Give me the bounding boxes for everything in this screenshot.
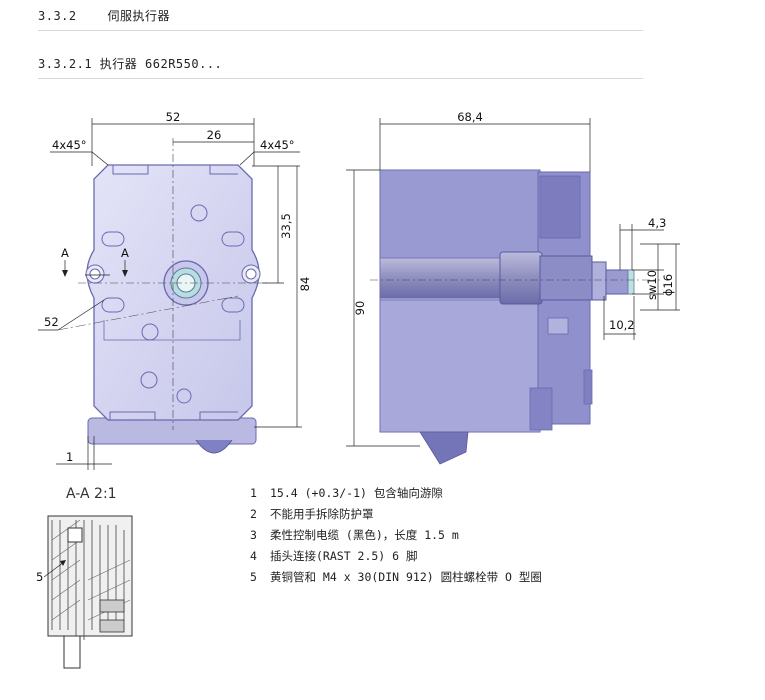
side-view [370, 169, 660, 465]
list-item: 5 黄铜管和 M4 x 30(DIN 912) 圆柱螺栓带 O 型圈 [250, 567, 542, 588]
list-item: 3 柔性控制电缆 (黑色)，长度 1.5 m [250, 525, 542, 546]
note-text: 黄铜管和 M4 x 30(DIN 912) 圆柱螺栓带 O 型圈 [270, 570, 542, 584]
front-dimensions: 52 26 4x45° 4x45° 33,5 84 52 A A 1 [38, 110, 312, 470]
dim-half-width: 26 [207, 128, 222, 142]
note-number: 4 [250, 549, 257, 563]
dim-hole-spacing: 52 [44, 315, 59, 329]
note-number: 2 [250, 507, 257, 521]
dim-width-top: 52 [166, 110, 181, 124]
note-text: 不能用手拆除防护罩 [270, 507, 374, 521]
dim-shaft-dia: ϕ16 [661, 274, 675, 296]
note-number: 5 [250, 570, 257, 584]
note-number: 1 [250, 486, 257, 500]
dim-side-width: 68,4 [457, 110, 483, 124]
subsection-divider [38, 78, 643, 79]
dim-chamfer-left: 4x45° [52, 138, 87, 152]
subsection-heading: 3.3.2.1 执行器 662R550... [38, 57, 223, 71]
section-heading: 3.3.2 伺服执行器 [38, 7, 170, 24]
heading-divider [38, 30, 643, 31]
dim-shaft-sw: sw10 [645, 270, 659, 300]
dim-chamfer-right: 4x45° [260, 138, 295, 152]
section-callout: 5 [36, 570, 43, 584]
section-mark-right: A [121, 246, 129, 260]
front-view [57, 138, 268, 454]
dim-height-upper: 33,5 [279, 213, 293, 239]
notes-list: 1 15.4 (+0.3/-1) 包含轴向游隙 2 不能用手拆除防护罩 3 柔性控制电… [250, 483, 542, 588]
dim-shaft-len: 10,2 [609, 318, 635, 332]
list-item: 4 插头连接(RAST 2.5) 6 脚 [250, 546, 542, 567]
section-view-title: A-A 2:1 [66, 486, 117, 502]
list-item: 1 15.4 (+0.3/-1) 包含轴向游隙 [250, 483, 542, 504]
section-title: 伺服执行器 [107, 9, 171, 23]
list-item: 2 不能用手拆除防护罩 [250, 504, 542, 525]
section-mark-left: A [61, 246, 69, 260]
note-number: 3 [250, 528, 257, 542]
dim-shaft-offset: 4,3 [648, 216, 666, 230]
note-text: 15.4 (+0.3/-1) 包含轴向游隙 [270, 486, 443, 500]
dim-side-height: 90 [353, 301, 367, 316]
dim-height-total: 84 [298, 277, 312, 292]
section-view: 5 [36, 515, 133, 669]
note-text: 插头连接(RAST 2.5) 6 脚 [270, 549, 418, 563]
section-number: 3.3.2 [38, 9, 77, 23]
side-dimensions: 68,4 90 4,3 sw10 ϕ16 10,2 [346, 110, 680, 447]
dim-bottom-offset: 1 [66, 450, 73, 464]
note-text: 柔性控制电缆 (黑色)，长度 1.5 m [270, 528, 459, 542]
